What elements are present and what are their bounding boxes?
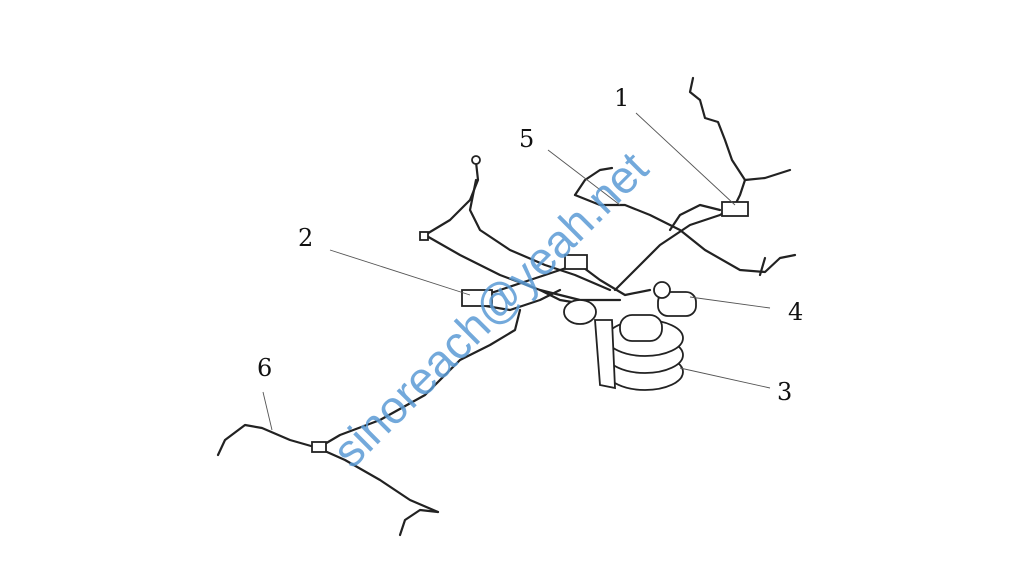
callout-5: 5 (519, 125, 534, 153)
callout-1: 1 (614, 84, 629, 112)
component-1 (721, 201, 749, 217)
leader-lines (262, 112, 771, 431)
components (311, 155, 749, 453)
watermark: sinoreach@yeah.net (322, 141, 658, 477)
callout-4: 4 (788, 298, 803, 326)
callout-2: 2 (298, 224, 313, 252)
component-2 (461, 289, 493, 307)
callout-3: 3 (777, 378, 792, 406)
harness-wires (216, 76, 797, 537)
callout-6: 6 (257, 354, 272, 382)
component-4-valve (619, 281, 697, 342)
